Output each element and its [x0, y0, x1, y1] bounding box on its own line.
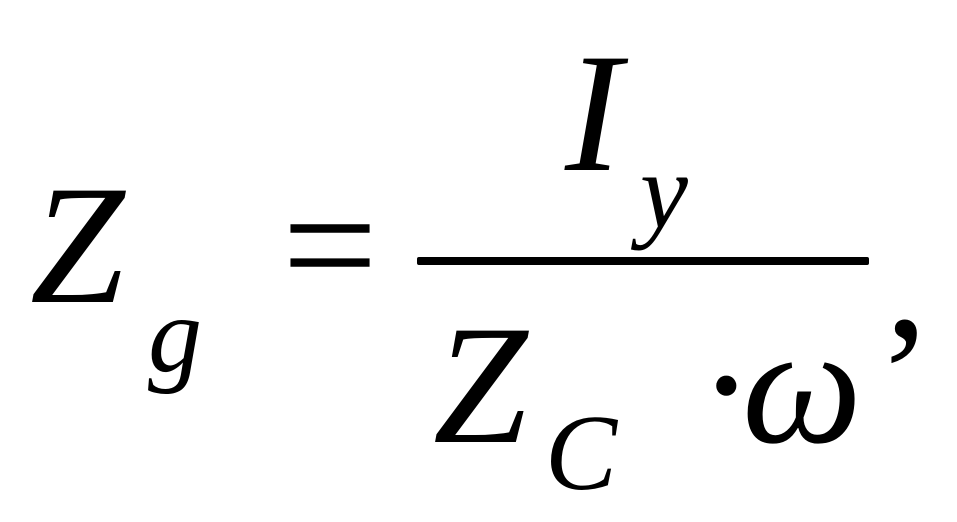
- lhs-symbol: Z: [30, 151, 125, 339]
- fraction-bar: [417, 257, 869, 265]
- numerator-subscript: y: [640, 132, 688, 251]
- lhs-subscript: g: [148, 276, 202, 395]
- omega-symbol: ω: [742, 291, 863, 479]
- denominator-subscript: C: [545, 394, 618, 513]
- multiply-dot: ·: [698, 291, 755, 479]
- numerator-symbol: I: [565, 19, 622, 207]
- equals-sign: =: [282, 151, 378, 339]
- trailing-comma: ,: [885, 186, 928, 374]
- denominator-symbol: Z: [433, 291, 528, 479]
